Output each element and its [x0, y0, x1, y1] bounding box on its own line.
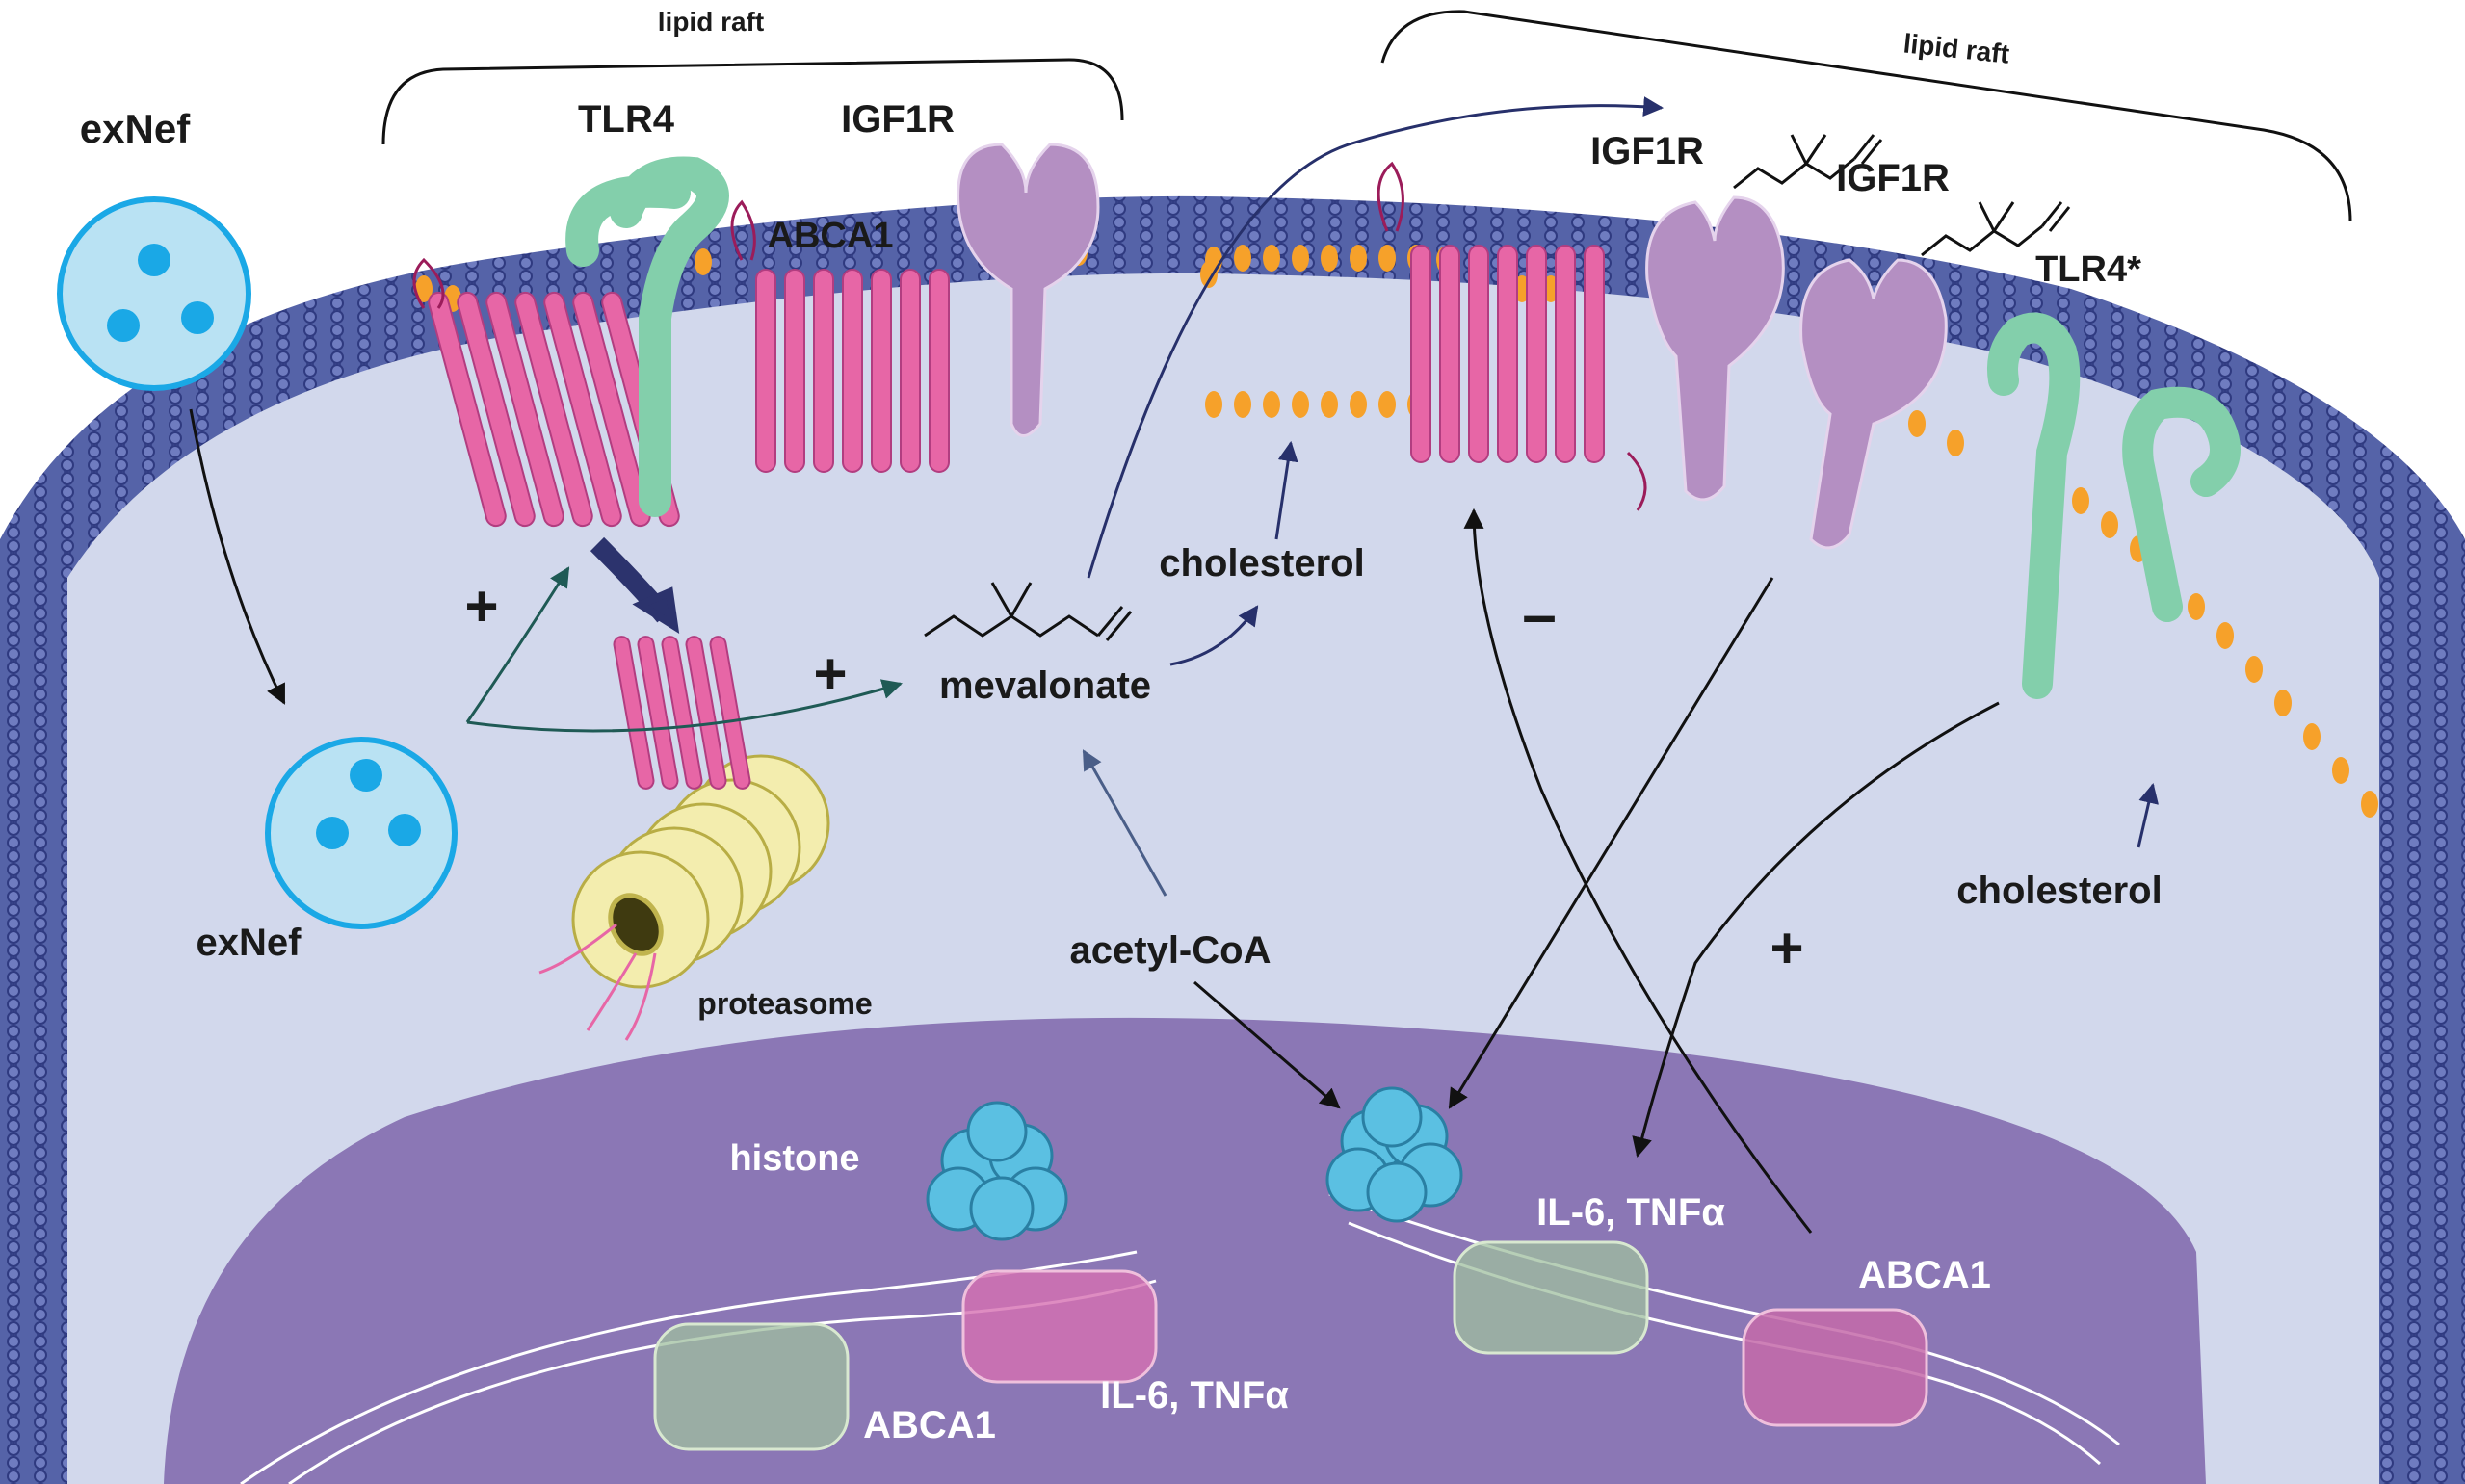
lipid-raft-left-label: lipid raft — [658, 7, 764, 37]
igf1r-right-a-label: IGF1R — [1590, 130, 1704, 172]
gene-box-il6-right — [1453, 1240, 1649, 1355]
acetyl-coa-label: acetyl-CoA — [1070, 929, 1272, 972]
tlr4-receptor-left — [565, 156, 729, 517]
nucleus — [164, 1017, 2206, 1484]
histone-label: histone — [729, 1138, 859, 1179]
tlr4-label: TLR4 — [578, 98, 675, 141]
exnef-vesicle-outside — [57, 196, 251, 391]
abca1-transporter-right — [1410, 245, 1605, 463]
plus-sign-left: + — [464, 574, 498, 638]
exnef-outside-label: exNef — [80, 106, 191, 151]
plus-sign-mevalonate: + — [813, 641, 847, 706]
cholesterol-right-label: cholesterol — [1956, 870, 2162, 912]
proteasome — [538, 636, 830, 1041]
mevalonate-label: mevalonate — [939, 664, 1151, 707]
igf1r-right-b-label: IGF1R — [1836, 157, 1950, 199]
arrows — [189, 96, 2159, 1234]
tlr4-star-receptor-a — [1987, 312, 2081, 699]
il6-tnf-left-label: IL-6, TNFα — [1100, 1374, 1289, 1417]
igf1r-receptor-right-b — [1799, 258, 1948, 550]
histone-left — [926, 1101, 1068, 1241]
plus-sign-right: + — [1770, 916, 1803, 980]
lipid-raft-bracket-right — [1380, 10, 2352, 222]
gene-box-abca1-right — [1742, 1308, 1928, 1427]
protein-tails — [412, 161, 1647, 511]
tlr4-star-label: TLR4* — [2035, 249, 2141, 290]
gene-box-abca1-left — [653, 1322, 850, 1451]
igf1r-left-label: IGF1R — [841, 98, 955, 141]
isoprenoid-structure-b — [1921, 201, 2071, 257]
isoprenoid-structure-a — [1733, 134, 1883, 190]
minus-sign: – — [1522, 580, 1557, 649]
abca1-gene-left-label: ABCA1 — [863, 1404, 996, 1446]
abca1-membrane-label: ABCA1 — [768, 216, 894, 256]
il6-tnf-right-label: IL-6, TNFα — [1536, 1191, 1725, 1234]
cholesterol-center-label: cholesterol — [1159, 542, 1364, 585]
igf1r-receptor-right-a — [1645, 195, 1785, 502]
exnef-inside-label: exNef — [197, 922, 302, 964]
mevalonate-structure — [924, 582, 1133, 641]
histone-right — [1325, 1086, 1463, 1223]
lipid-raft-bracket-left — [381, 58, 1124, 145]
abca1-gene-right-label: ABCA1 — [1858, 1254, 1991, 1296]
gene-box-il6-left — [961, 1269, 1158, 1384]
igf1r-receptor-left — [957, 143, 1100, 437]
abca1-transporter-center — [755, 269, 950, 473]
proteasome-label: proteasome — [697, 986, 872, 1021]
lipid-raft-right-label: lipid raft — [1901, 28, 2010, 68]
tlr4-star-receptor-b — [2122, 386, 2241, 622]
exnef-vesicle-inside — [265, 737, 458, 929]
